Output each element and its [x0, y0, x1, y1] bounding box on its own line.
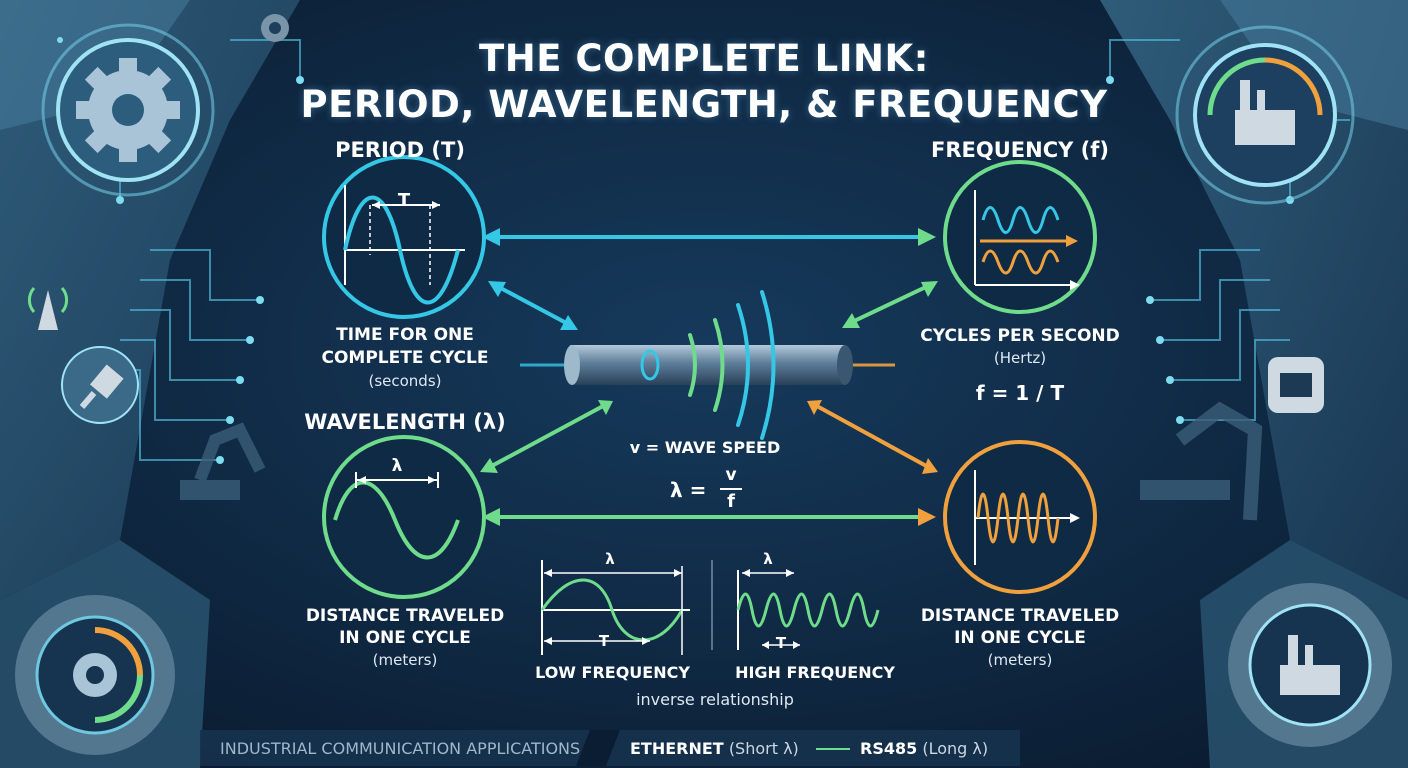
high-frequency-label: HIGH FREQUENCY — [735, 663, 895, 682]
wavelength-formula-lhs: λ = — [670, 478, 707, 502]
title-line-1: THE COMPLETE LINK: — [479, 37, 929, 80]
formula-denominator: f — [727, 491, 735, 512]
frequency-header: FREQUENCY (f) — [931, 138, 1109, 162]
ethernet-name: ETHERNET — [630, 739, 724, 758]
low-lambda-label: λ — [605, 550, 615, 568]
frequency-unit: (Hertz) — [993, 349, 1047, 367]
ethernet-label: ETHERNET (Short λ) — [630, 739, 799, 758]
formula-fraction-bar — [720, 488, 742, 490]
right-caption-line-2: IN ONE CYCLE — [954, 628, 1086, 648]
high-lambda-label: λ — [763, 550, 773, 568]
low-frequency-label: LOW FREQUENCY — [535, 663, 690, 682]
formula-numerator: v — [725, 465, 737, 485]
factory-icon — [1175, 25, 1355, 205]
period-symbol: T — [397, 190, 411, 211]
industrial-applications-label: INDUSTRIAL COMMUNICATION APPLICATIONS — [220, 739, 581, 758]
rs485-name: RS485 — [860, 739, 918, 758]
frequency-formula: f = 1 / T — [975, 381, 1065, 405]
title-line-2: PERIOD, WAVELENGTH, & FREQUENCY — [300, 83, 1108, 126]
period-unit: (seconds) — [368, 372, 442, 390]
ethernet-port-icon — [1268, 357, 1324, 413]
footer-bar — [200, 730, 1020, 766]
factory-icon — [1228, 583, 1392, 747]
robot-arm-icon — [180, 401, 1263, 521]
wavelength-unit: (meters) — [372, 651, 438, 669]
low-frequency-graph — [540, 560, 690, 655]
page-title: THE COMPLETE LINK: PERIOD, WAVELENGTH, &… — [0, 36, 1408, 128]
high-period-label: T — [775, 634, 787, 652]
gear-icon — [41, 23, 215, 197]
rs485-note: (Long λ) — [922, 739, 989, 758]
wavelength-symbol: λ — [391, 456, 403, 476]
low-period-label: T — [598, 632, 610, 650]
right-unit: (meters) — [987, 651, 1053, 669]
wave-speed-label: v = WAVE SPEED — [629, 438, 781, 457]
gear-icon — [261, 14, 289, 42]
period-diagram — [322, 155, 486, 319]
rs485-label: RS485 (Long λ) — [860, 739, 988, 758]
period-caption-line-2: COMPLETE CYCLE — [321, 348, 489, 368]
high-frequency-graph — [736, 569, 880, 650]
ethernet-note: (Short λ) — [728, 739, 799, 758]
inverse-relationship-label: inverse relationship — [636, 690, 794, 709]
pipe-icon — [520, 345, 895, 385]
right-caption-line-1: DISTANCE TRAVELED — [920, 606, 1120, 626]
high-frequency-diagram — [943, 440, 1097, 594]
period-header: PERIOD (T) — [335, 138, 465, 162]
ethernet-cable-icon — [61, 346, 139, 424]
frequency-diagram — [943, 160, 1097, 314]
wavelength-header: WAVELENGTH (λ) — [304, 410, 506, 434]
antenna-icon — [27, 287, 69, 330]
gear-icon — [15, 595, 175, 755]
frequency-caption: CYCLES PER SECOND — [920, 326, 1120, 346]
wavelength-caption-line-1: DISTANCE TRAVELED — [305, 606, 505, 626]
wavelength-caption-line-2: IN ONE CYCLE — [339, 628, 471, 648]
wavelength-diagram — [322, 435, 486, 599]
footer: INDUSTRIAL COMMUNICATION APPLICATIONS ET… — [200, 735, 1020, 763]
period-caption-line-1: TIME FOR ONE — [336, 325, 474, 345]
